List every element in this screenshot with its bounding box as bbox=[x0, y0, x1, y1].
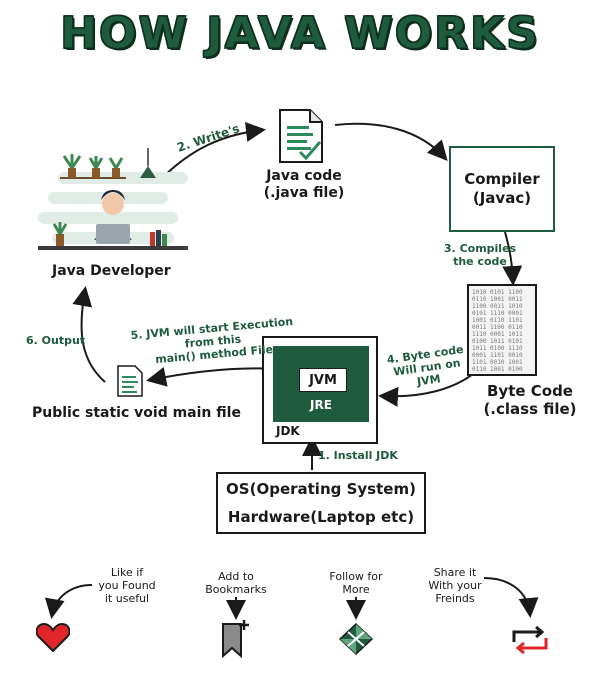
like-label: Like if you Found it useful bbox=[92, 566, 162, 605]
bookmark-label: Add to Bookmarks bbox=[200, 570, 272, 596]
svg-text:0100 1011 0101: 0100 1011 0101 bbox=[472, 338, 523, 345]
page-title: HOW JAVA WORKS bbox=[60, 8, 540, 60]
byte-code-label: Byte Code (.class file) bbox=[480, 382, 580, 418]
compiler-subtitle: (Javac) bbox=[472, 189, 532, 207]
follow-logo-icon[interactable] bbox=[338, 622, 374, 656]
java-code-label: Java code (.java file) bbox=[258, 168, 350, 202]
main-file-label: Public static void main file bbox=[32, 405, 241, 421]
edge-label-install: 1. Install JDK bbox=[318, 449, 398, 462]
arrow-to-compiler bbox=[334, 122, 448, 161]
share-line1: Share it bbox=[433, 566, 477, 579]
bookmark-icon[interactable] bbox=[220, 618, 252, 660]
jre-label: JRE bbox=[310, 398, 332, 412]
share-line3: Freinds bbox=[435, 592, 475, 605]
main-file-icon bbox=[117, 365, 143, 397]
edge-label-compiles: 3. Compiles the code bbox=[440, 242, 520, 268]
svg-text:0110 1001 0011: 0110 1001 0011 bbox=[472, 296, 523, 303]
compiles-line2: the code bbox=[453, 255, 507, 268]
arrow-output bbox=[72, 286, 106, 383]
developer-illustration bbox=[38, 148, 188, 250]
svg-text:0101 1110 0001: 0101 1110 0001 bbox=[472, 310, 523, 317]
jdk-label: JDK bbox=[276, 424, 300, 438]
share-label: Share it With your Freinds bbox=[422, 566, 488, 605]
byte-code-ext: (.class file) bbox=[483, 400, 577, 418]
arrow-share bbox=[483, 577, 539, 618]
bookmark-line2: Bookmarks bbox=[205, 583, 267, 596]
byte-code-file-icon: 1010 0101 1100 0110 1001 0011 1100 0011 … bbox=[467, 284, 537, 376]
bookmark-line1: Add to bbox=[218, 570, 254, 583]
java-code-title: Java code bbox=[266, 168, 342, 184]
svg-text:1101 0010 1001: 1101 0010 1001 bbox=[472, 359, 523, 366]
svg-text:0110 1001 0100: 0110 1001 0100 bbox=[472, 366, 523, 373]
os-box: OS(Operating System) bbox=[216, 472, 426, 506]
like-line3: it useful bbox=[104, 592, 150, 605]
byte-code-title: Byte Code bbox=[486, 382, 573, 400]
arrow-like bbox=[44, 584, 93, 619]
jvm-box: JVM bbox=[299, 368, 347, 392]
java-file-icon bbox=[279, 109, 323, 163]
jre-box: JVM JRE bbox=[273, 346, 369, 422]
jdk-box: JVM JRE JDK bbox=[262, 336, 378, 444]
like-line2: you Found bbox=[98, 579, 156, 592]
repost-icon[interactable] bbox=[508, 624, 552, 656]
svg-text:1011 0100 1110: 1011 0100 1110 bbox=[472, 345, 523, 352]
follow-line1: Follow for bbox=[329, 570, 383, 583]
svg-text:0011 1100 0110: 0011 1100 0110 bbox=[472, 324, 523, 331]
compiles-line1: 3. Compiles bbox=[443, 242, 517, 255]
arrow-writes bbox=[159, 121, 266, 181]
heart-icon[interactable] bbox=[36, 622, 70, 652]
svg-text:1110 0001 1011: 1110 0001 1011 bbox=[472, 331, 523, 338]
compiler-box: Compiler (Javac) bbox=[449, 146, 555, 232]
svg-text:1001 0110 1101: 1001 0110 1101 bbox=[472, 317, 523, 324]
like-line1: Like if bbox=[110, 566, 144, 579]
svg-text:0001 1101 0010: 0001 1101 0010 bbox=[472, 352, 523, 359]
follow-line2: More bbox=[342, 583, 370, 596]
follow-label: Follow for More bbox=[320, 570, 392, 596]
arrow-compiles bbox=[502, 231, 523, 286]
hardware-box: Hardware(Laptop etc) bbox=[216, 502, 426, 534]
svg-text:1100 0011 1010: 1100 0011 1010 bbox=[472, 303, 523, 310]
edge-label-output: 6. Output bbox=[26, 334, 86, 347]
java-code-ext: (.java file) bbox=[263, 185, 345, 201]
share-line2: With your bbox=[428, 579, 482, 592]
svg-text:1010 0101 1100: 1010 0101 1100 bbox=[472, 289, 523, 296]
developer-label: Java Developer bbox=[52, 263, 171, 279]
compiler-title: Compiler bbox=[464, 170, 540, 188]
